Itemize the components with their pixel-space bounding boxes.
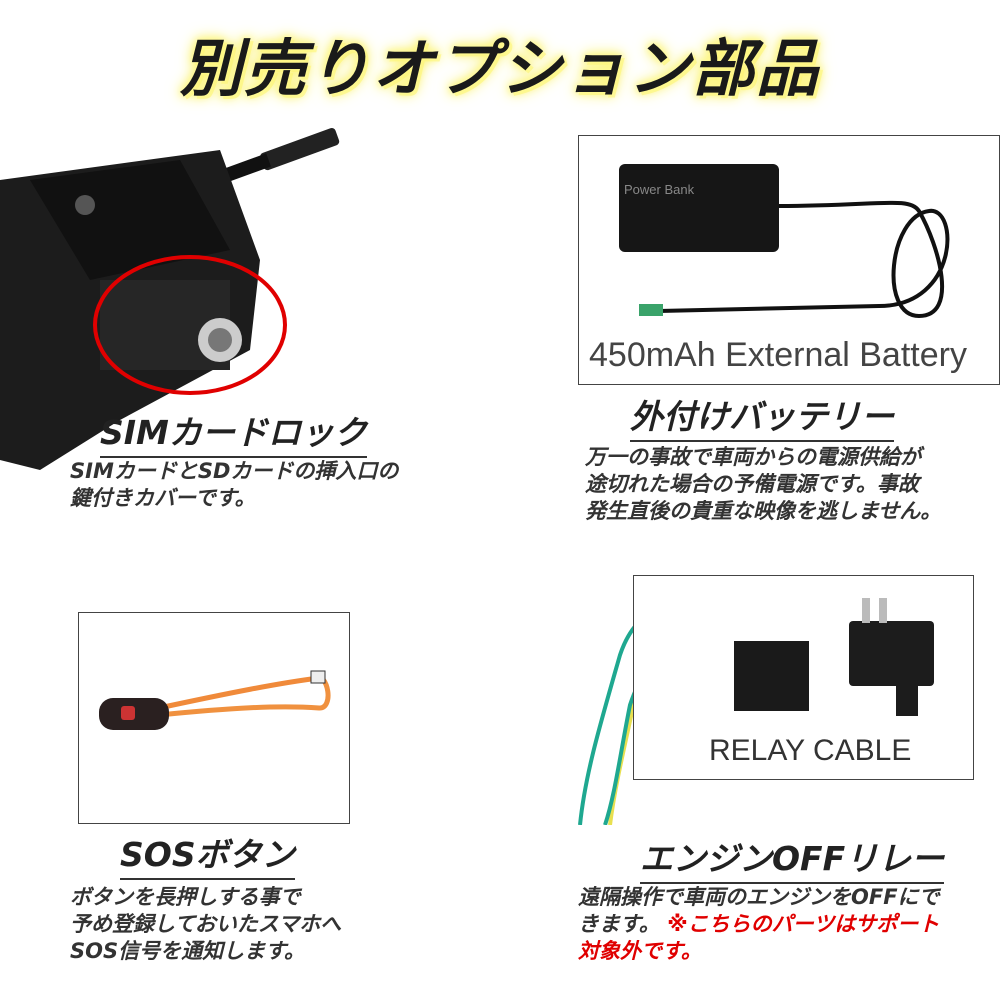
battery-label: 外付けバッテリー — [630, 390, 894, 442]
power-bank-text: Power Bank — [624, 182, 695, 197]
desc-line: 途切れた場合の予備電源です。事故 — [585, 472, 919, 496]
sim-lock-description: SIMカードとSDカードの挿入口の 鍵付きカバーです。 — [70, 458, 398, 512]
battery-image — [619, 164, 950, 319]
desc-line: SIMカードとSDカードの挿入口の — [70, 459, 399, 483]
relay-label: エンジンOFFリレー — [640, 832, 945, 884]
desc-line: 万一の事故で車両からの電源供給が — [585, 445, 921, 469]
desc-line: ボタンを長押しする事で — [70, 885, 301, 909]
battery-description: 万一の事故で車両からの電源供給が 途切れた場合の予備電源です。事故 発生直後の貴… — [585, 444, 941, 525]
sos-description: ボタンを長押しする事で 予め登録しておいたスマホへ SOS信号を通知します。 — [70, 884, 341, 965]
desc-line: 発生直後の貴重な映像を逃しません。 — [585, 499, 942, 523]
relay-image-box: RELAY CABLE — [633, 575, 974, 780]
sos-image-box — [78, 612, 350, 824]
desc-text: きます。 — [578, 912, 660, 936]
relay-image — [734, 598, 934, 716]
sim-lock-label: SIMカードロック — [100, 406, 367, 458]
support-warning: ※こちらのパーツはサポート — [667, 912, 940, 936]
battery-caption: 450mAh External Battery — [589, 336, 967, 374]
page-title: 別売りオプション部品 — [179, 32, 820, 105]
relay-description: 遠隔操作で車両のエンジンをOFFにで きます。 ※こちらのパーツはサポート 対象… — [578, 884, 940, 965]
desc-line: きます。 ※こちらのパーツはサポート — [578, 911, 940, 938]
desc-line: 鍵付きカバーです。 — [70, 486, 256, 510]
relay-caption: RELAY CABLE — [709, 734, 912, 767]
sos-label: SOSボタン — [120, 828, 295, 880]
desc-line: 遠隔操作で車両のエンジンをOFFにで — [578, 885, 940, 909]
sim-lock-image — [0, 128, 340, 470]
support-warning-cont: 対象外です。 — [578, 939, 702, 963]
sos-button-image — [99, 670, 331, 730]
battery-image-box: Power Bank 450mAh External Battery — [578, 135, 1000, 385]
desc-line: 予め登録しておいたスマホへ — [70, 912, 342, 936]
desc-line: SOS信号を通知します。 — [70, 939, 306, 963]
